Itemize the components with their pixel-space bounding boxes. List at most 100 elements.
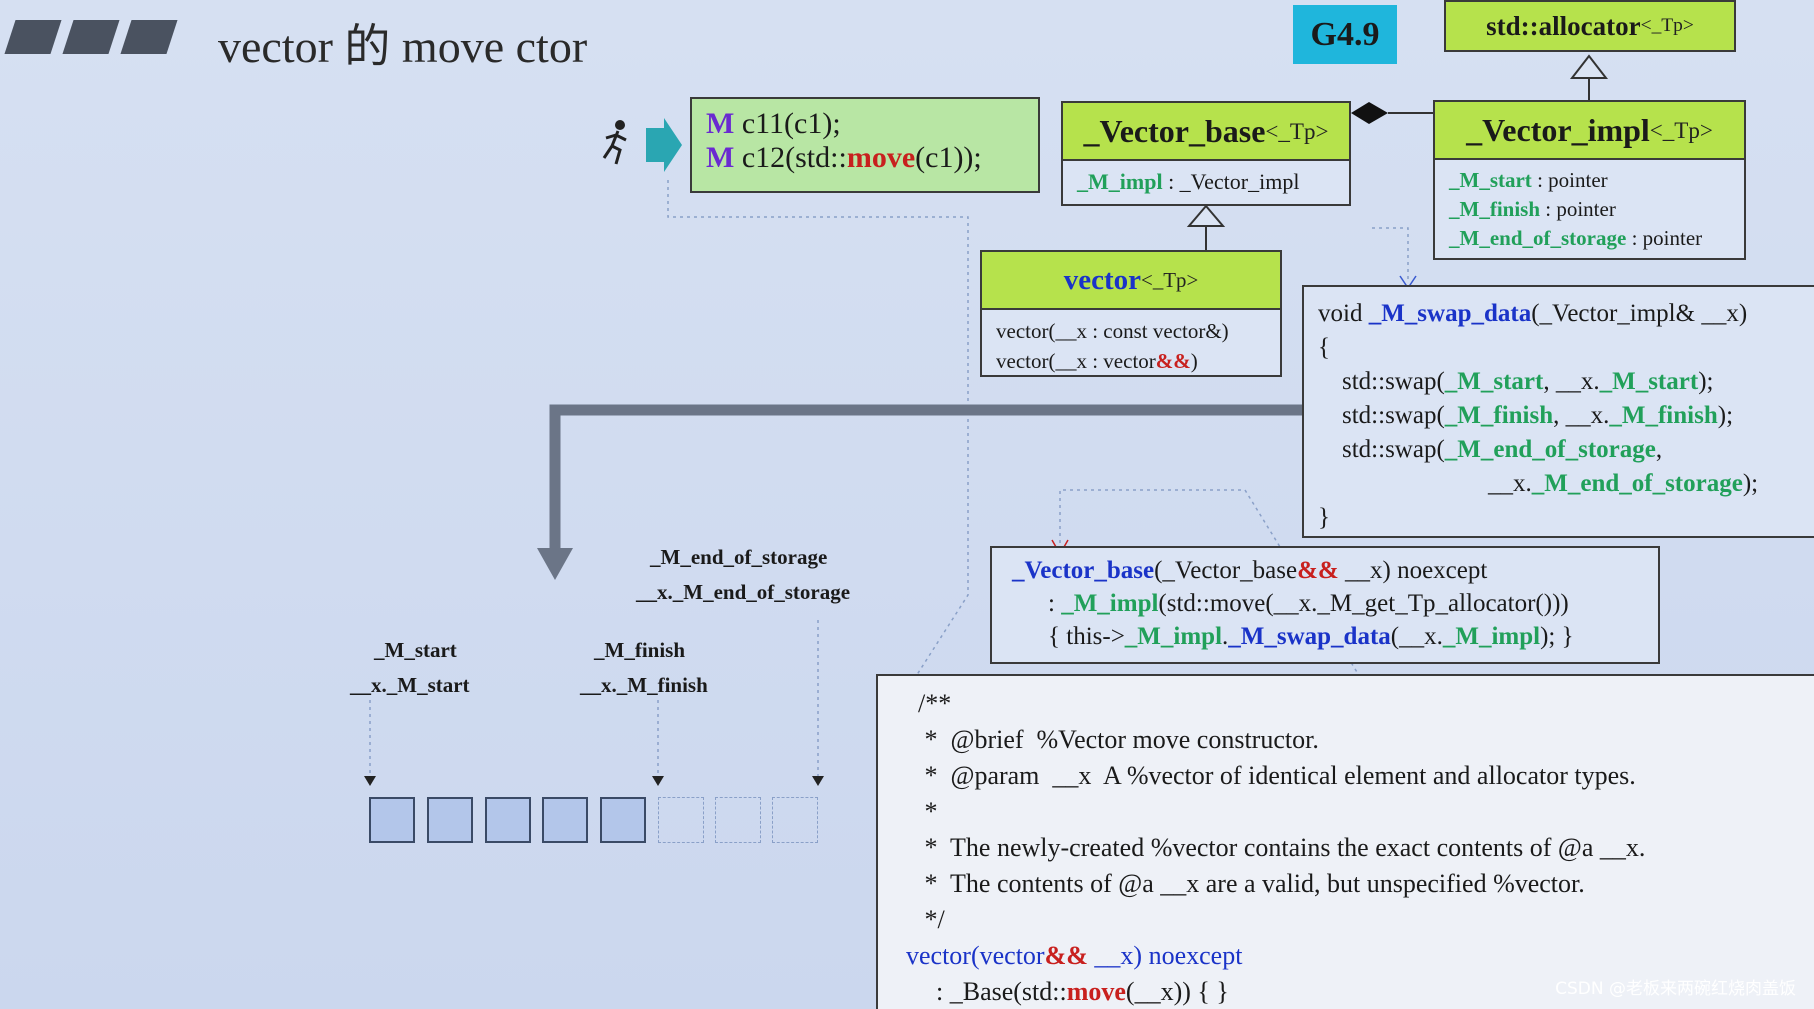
memory-cell-used: [485, 797, 531, 843]
base-ctor-init: : _M_impl(std::move(__x._M_get_Tp_alloca…: [1012, 587, 1638, 620]
member-row: _M_start : pointer: [1449, 166, 1730, 195]
rvalue-ref: &&: [1044, 941, 1088, 970]
member-name: _M_start: [1599, 368, 1699, 395]
comment-line: * @brief %Vector move constructor.: [918, 725, 1319, 754]
x-finish-label: __x._M_finish: [580, 673, 708, 697]
member-name: _M_start: [1444, 368, 1544, 395]
client-code-box: M c11(c1); M c12(std::move(c1));: [690, 97, 1040, 193]
class-name: _Vector_impl: [1466, 111, 1650, 148]
class-members: vector(__x : const vector&) vector(__x :…: [982, 310, 1280, 380]
template-param: <_Tp>: [1265, 117, 1329, 144]
member-name: _M_impl: [1124, 623, 1223, 650]
template-param: <_Tp>: [1141, 267, 1199, 292]
code-text: ); }: [1540, 623, 1574, 650]
member-name: _M_end_of_storage: [1444, 436, 1656, 463]
memory-cell-used: [600, 797, 646, 843]
code-line-1: M c11(c1);: [706, 107, 1024, 141]
page-title: vector 的 move ctor: [218, 21, 588, 72]
code-text: );: [1717, 402, 1734, 429]
class-name: std::allocator: [1486, 10, 1641, 41]
code-text: vector(__x : vector: [996, 349, 1156, 373]
code-text: ): [1190, 349, 1198, 373]
code-text: );: [1742, 470, 1759, 497]
code-text: { this->: [1048, 623, 1125, 650]
vector-impl-class-box: _Vector_impl<_Tp> _M_start : pointer _M_…: [1433, 100, 1746, 260]
allocator-class-box: std::allocator<_Tp>: [1444, 0, 1736, 52]
swap-line: __x._M_end_of_storage);: [1318, 467, 1800, 501]
move-keyword: move: [1066, 977, 1126, 1006]
doc-comment-box: /** * @brief %Vector move constructor. *…: [876, 674, 1814, 1009]
end-of-storage-label: _M_end_of_storage: [650, 545, 828, 569]
base-ctor-signature: _Vector_base(_Vector_base&& __x) noexcep…: [1012, 554, 1638, 587]
code-text: (std::move(__x._M_get_Tp_allocator())): [1158, 590, 1569, 617]
member-name: _M_finish: [1609, 402, 1718, 429]
code-text: __x.: [1488, 470, 1532, 497]
template-param: <_Tp>: [1649, 116, 1713, 143]
code-text: (c1));: [915, 141, 982, 174]
comment-line: */: [918, 905, 945, 934]
member-type: : pointer: [1540, 197, 1616, 221]
swap-signature: void _M_swap_data(_Vector_impl& __x): [1318, 297, 1800, 331]
move-ctor: vector(__x : vector&&): [996, 346, 1266, 376]
swap-line: std::swap(_M_start, __x._M_start);: [1318, 365, 1800, 399]
fn-name: _M_swap_data: [1368, 300, 1532, 327]
code-text: __x) noexcept: [1087, 941, 1243, 970]
base-ctor-body: { this->_M_impl._M_swap_data(__x._M_impl…: [1012, 620, 1638, 653]
member-name: _M_finish: [1449, 197, 1541, 221]
code-text: std::swap(: [1342, 368, 1445, 395]
memory-cell-reserved: [772, 797, 818, 843]
member-name: _M_finish: [1444, 402, 1554, 429]
code-text: (_Vector_impl& __x): [1531, 300, 1748, 327]
type-M: M: [706, 107, 735, 140]
class-members: _M_impl : _Vector_impl: [1063, 161, 1349, 199]
fn-name: _Vector_base: [1012, 557, 1155, 584]
class-header: _Vector_base<_Tp>: [1063, 103, 1349, 161]
code-text: .: [1222, 623, 1229, 650]
member-name: _M_end_of_storage: [1449, 226, 1627, 250]
brace-close: }: [1318, 504, 1330, 531]
x-start-label: __x._M_start: [350, 673, 470, 697]
class-header: _Vector_impl<_Tp>: [1435, 102, 1744, 160]
member-name: _M_start: [1449, 168, 1532, 192]
code-text: , __x.: [1553, 402, 1610, 429]
memory-cell-reserved: [715, 797, 761, 843]
vector-move-ctor: vector(vector&& __x) noexcept: [906, 938, 1794, 974]
copy-ctor: vector(__x : const vector&): [996, 319, 1229, 343]
swap-data-code-box: void _M_swap_data(_Vector_impl& __x) { s…: [1302, 285, 1814, 538]
code-text: (__x)) { }: [1125, 977, 1229, 1006]
memory-cell-used: [427, 797, 473, 843]
running-man-icon: [596, 118, 636, 168]
member-type: : _Vector_impl: [1162, 169, 1300, 194]
comment-line: *: [918, 797, 938, 826]
start-label: _M_start: [374, 638, 457, 662]
code-text: (__x.: [1390, 623, 1443, 650]
member-type: : pointer: [1626, 226, 1703, 250]
type-M: M: [706, 141, 735, 174]
memory-cell-reserved: [658, 797, 704, 843]
code-text: c11(c1);: [734, 107, 841, 140]
code-text: void: [1318, 300, 1369, 327]
member-name: _M_impl: [1061, 590, 1159, 617]
comment-line: * The newly-created %vector contains the…: [918, 833, 1646, 862]
comment-line: * The contents of @a __x are a valid, bu…: [918, 869, 1585, 898]
member-row: _M_end_of_storage : pointer: [1449, 224, 1730, 253]
code-text: c12(std::: [734, 141, 847, 174]
swap-line: std::swap(_M_end_of_storage,: [1318, 433, 1800, 467]
class-header: vector<_Tp>: [982, 252, 1280, 310]
comment-line: * @param __x A %vector of identical elem…: [918, 761, 1636, 790]
rvalue-ref: &&: [1297, 557, 1339, 584]
vector-class-box: vector<_Tp> vector(__x : const vector&) …: [980, 250, 1282, 377]
class-name: vector: [1063, 263, 1142, 296]
vector-move-init: : _Base(std::move(__x)) { }: [918, 974, 1794, 1009]
code-text: (_Vector_base: [1154, 557, 1298, 584]
code-text: std::swap(: [1342, 436, 1445, 463]
memory-cell-used: [542, 797, 588, 843]
brace-open: {: [1318, 334, 1330, 361]
swap-line: std::swap(_M_finish, __x._M_finish);: [1318, 399, 1800, 433]
code-text: vector(vector: [906, 941, 1045, 970]
fn-name: _M_swap_data: [1228, 623, 1391, 650]
code-line-2: M c12(std::move(c1));: [706, 141, 1024, 175]
code-text: std::swap(: [1342, 402, 1445, 429]
finish-label: _M_finish: [594, 638, 686, 662]
code-text: __x._M_end_of_storage: [636, 580, 851, 604]
